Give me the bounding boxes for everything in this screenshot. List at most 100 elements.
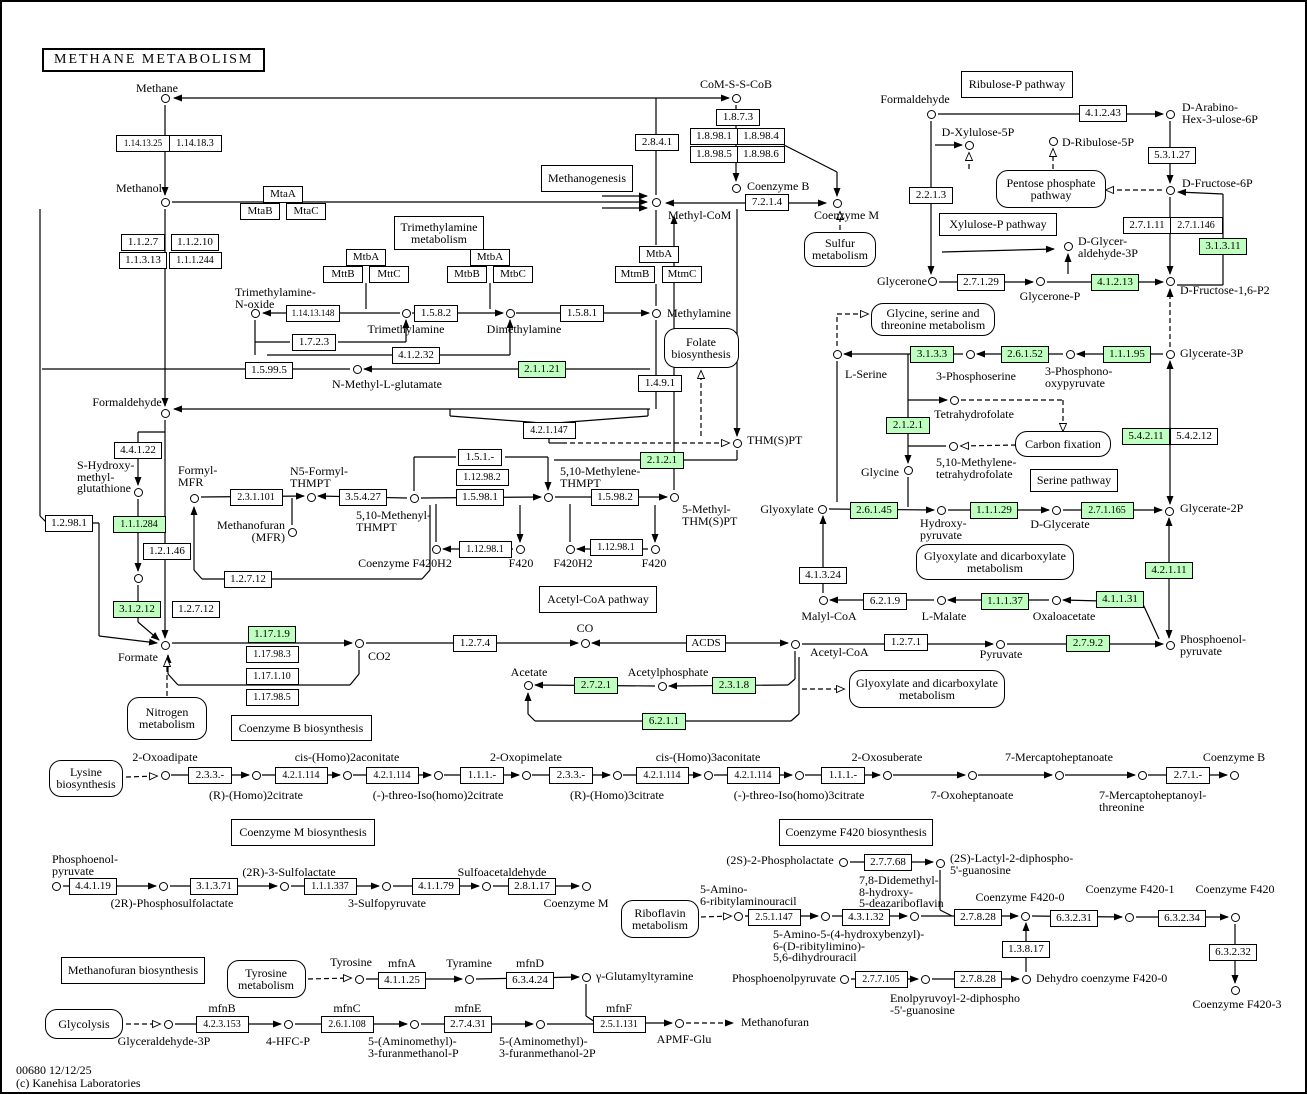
enzyme-box-2-7-8-28[interactable]: 2.7.8.28 — [954, 908, 1002, 926]
compound-circle-coenzyme-b[interactable] — [731, 183, 741, 193]
enzyme-box-1-17-1-9[interactable]: 1.17.1.9 — [248, 625, 296, 643]
enzyme-box-1-14-13-25[interactable]: 1.14.13.25 — [116, 134, 170, 152]
enzyme-box-1-8-7-3[interactable]: 1.8.7.3 — [716, 108, 760, 126]
enzyme-box-4-2-3-153[interactable]: 4.2.3.153 — [195, 1015, 249, 1033]
enzyme-box-1-3-8-17[interactable]: 1.3.8.17 — [1002, 940, 1050, 958]
enzyme-box-mtbb[interactable]: MtbB — [447, 265, 487, 283]
compound-circle-glycine[interactable] — [903, 465, 913, 475]
compound-circle-r-homo3citrate[interactable] — [612, 770, 622, 780]
enzyme-box-2-8-4-1[interactable]: 2.8.4.1 — [635, 133, 679, 151]
compound-circle-threo-isohomo2citrate[interactable] — [433, 770, 443, 780]
enzyme-box-mtab[interactable]: MtaB — [240, 202, 280, 220]
compound-circle-formyl-mfr[interactable] — [189, 493, 199, 503]
compound-circle-l-malate[interactable] — [936, 595, 946, 605]
compound-circle-methanol[interactable] — [160, 197, 170, 207]
enzyme-box-2-7-7-68[interactable]: 2.7.7.68 — [864, 853, 912, 871]
compound-circle-cis-homo3aconitate[interactable] — [703, 770, 713, 780]
enzyme-box-2-6-1-108[interactable]: 2.6.1.108 — [320, 1015, 374, 1033]
enzyme-box-4-1-1-31[interactable]: 4.1.1.31 — [1096, 590, 1144, 608]
compound-circle-pyruvate[interactable] — [995, 639, 1005, 649]
compound-circle-glycerone[interactable] — [927, 276, 937, 286]
compound-circle-5-methyl-thmspt[interactable] — [669, 492, 679, 502]
enzyme-box-1-2-98-1[interactable]: 1.2.98.1 — [45, 514, 93, 532]
compound-circle-pep-com-row[interactable] — [51, 881, 61, 891]
enzyme-box-2-3-3[interactable]: 2.3.3.- — [188, 766, 232, 784]
compound-circle-threo-isohomo3citrate[interactable] — [794, 770, 804, 780]
enzyme-box-4-2-1-114[interactable]: 4.2.1.114 — [365, 766, 419, 784]
enzyme-box-2-1-2-1[interactable]: 2.1.2.1 — [640, 451, 684, 469]
enzyme-box-1-1-1-37[interactable]: 1.1.1.37 — [981, 592, 1029, 610]
compound-circle-co2[interactable] — [354, 638, 364, 648]
compound-circle-phosphoenolpyruvate[interactable] — [1165, 640, 1175, 650]
compound-circle-2-oxoadipate[interactable] — [160, 770, 170, 780]
compound-circle-d-fructose-1-6-p2[interactable] — [1165, 276, 1175, 286]
enzyme-box-2-7-8-28[interactable]: 2.7.8.28 — [954, 970, 1002, 988]
compound-circle-oxaloacetate[interactable] — [1051, 595, 1061, 605]
compound-circle-trimethylamine[interactable] — [401, 308, 411, 318]
compound-circle-tyrosine[interactable] — [354, 974, 364, 984]
compound-circle-d-xylulose-5p[interactable] — [964, 140, 974, 150]
compound-circle-r-homo2citrate[interactable] — [251, 770, 261, 780]
enzyme-box-2-1-1-21[interactable]: 2.1.1.21 — [518, 360, 566, 378]
enzyme-box-1-12-98-2[interactable]: 1.12.98.2 — [455, 468, 509, 486]
enzyme-box-4-1-2-43[interactable]: 4.1.2.43 — [1079, 104, 1127, 122]
enzyme-box-2-3-1-8[interactable]: 2.3.1.8 — [712, 676, 756, 694]
compound-circle-trimethylamine-n-oxide[interactable] — [250, 308, 260, 318]
compound-circle-formate[interactable] — [160, 640, 170, 650]
enzyme-box-4-1-3-24[interactable]: 4.1.3.24 — [799, 566, 847, 584]
compound-circle-d-glycerate[interactable] — [1051, 505, 1061, 515]
enzyme-box-2-7-7-105[interactable]: 2.7.7.105 — [854, 970, 908, 988]
enzyme-box-mtmc[interactable]: MtmC — [662, 265, 702, 283]
compound-circle-5-10-methylene-thmpt[interactable] — [543, 492, 553, 502]
enzyme-box-1-14-13-148[interactable]: 1.14.13.148 — [286, 304, 340, 322]
compound-circle-tyramine[interactable] — [464, 974, 474, 984]
enzyme-box-5-4-2-12[interactable]: 5.4.2.12 — [1170, 427, 1218, 445]
enzyme-box-4-2-1-147[interactable]: 4.2.1.147 — [522, 421, 576, 439]
enzyme-box-4-4-1-22[interactable]: 4.4.1.22 — [114, 441, 162, 459]
compound-circle-s-hydroxymethylglutathione[interactable] — [133, 487, 143, 497]
compound-circle-apmf-glu[interactable] — [674, 1018, 684, 1028]
compound-circle-3-phosphoserine[interactable] — [965, 349, 975, 359]
compound-circle-formaldehyde-right[interactable] — [926, 109, 936, 119]
enzyme-box-1-8-98-1[interactable]: 1.8.98.1 — [690, 127, 738, 145]
enzyme-box-4-1-1-25[interactable]: 4.1.1.25 — [378, 971, 426, 989]
compound-circle-hydroxypyruvate[interactable] — [936, 505, 946, 515]
compound-circle-2r-3-sulfolactate[interactable] — [279, 881, 289, 891]
compound-circle-glyceraldehyde-3p[interactable] — [163, 1019, 173, 1029]
compound-circle-coenzyme-f420h2[interactable] — [431, 544, 441, 554]
enzyme-box-4-1-2-32[interactable]: 4.1.2.32 — [392, 346, 440, 364]
enzyme-box-6-2-1-1[interactable]: 6.2.1.1 — [642, 712, 686, 730]
enzyme-box-1-1-1-95[interactable]: 1.1.1.95 — [1103, 345, 1151, 363]
compound-circle-d-fructose-6p[interactable] — [1165, 185, 1175, 195]
compound-circle-acetylphosphate[interactable] — [657, 681, 667, 691]
enzyme-box-3-1-3-71[interactable]: 3.1.3.71 — [190, 877, 238, 895]
enzyme-box-1-12-98-1[interactable]: 1.12.98.1 — [458, 540, 512, 558]
enzyme-box-mtaa[interactable]: MtaA — [263, 185, 303, 203]
enzyme-box-1-5-8-1[interactable]: 1.5.8.1 — [560, 304, 604, 322]
enzyme-box-1-17-98-3[interactable]: 1.17.98.3 — [245, 645, 299, 663]
enzyme-box-1-2-1-46[interactable]: 1.2.1.46 — [143, 542, 191, 560]
compound-circle-coenzyme-b-product[interactable] — [1229, 770, 1239, 780]
compound-circle-f420-right[interactable] — [650, 544, 660, 554]
enzyme-box-2-2-1-3[interactable]: 2.2.1.3 — [909, 186, 953, 204]
enzyme-box-2-3-3[interactable]: 2.3.3.- — [549, 766, 593, 784]
enzyme-box-acds[interactable]: ACDS — [686, 634, 726, 652]
enzyme-box-mttc[interactable]: MttC — [369, 265, 409, 283]
enzyme-box-2-1-2-1[interactable]: 2.1.2.1 — [886, 416, 930, 434]
enzyme-box-1-8-98-4[interactable]: 1.8.98.4 — [737, 127, 785, 145]
compound-circle-dimethylamine[interactable] — [505, 308, 515, 318]
enzyme-box-2-8-1-17[interactable]: 2.8.1.17 — [508, 877, 556, 895]
enzyme-box-1-14-18-3[interactable]: 1.14.18.3 — [168, 134, 222, 152]
enzyme-box-1-2-7-1[interactable]: 1.2.7.1 — [884, 633, 928, 651]
compound-circle-coenzyme-f420[interactable] — [1230, 912, 1240, 922]
enzyme-box-6-3-2-31[interactable]: 6.3.2.31 — [1050, 909, 1098, 927]
compound-circle-3-sulfopyruvate[interactable] — [381, 881, 391, 891]
compound-circle-dehydro-coenzyme-f420-0[interactable] — [1021, 974, 1031, 984]
enzyme-box-1-1-1-244[interactable]: 1.1.1.244 — [168, 251, 222, 269]
compound-circle-5-10-methenyl-thmpt[interactable] — [409, 493, 419, 503]
